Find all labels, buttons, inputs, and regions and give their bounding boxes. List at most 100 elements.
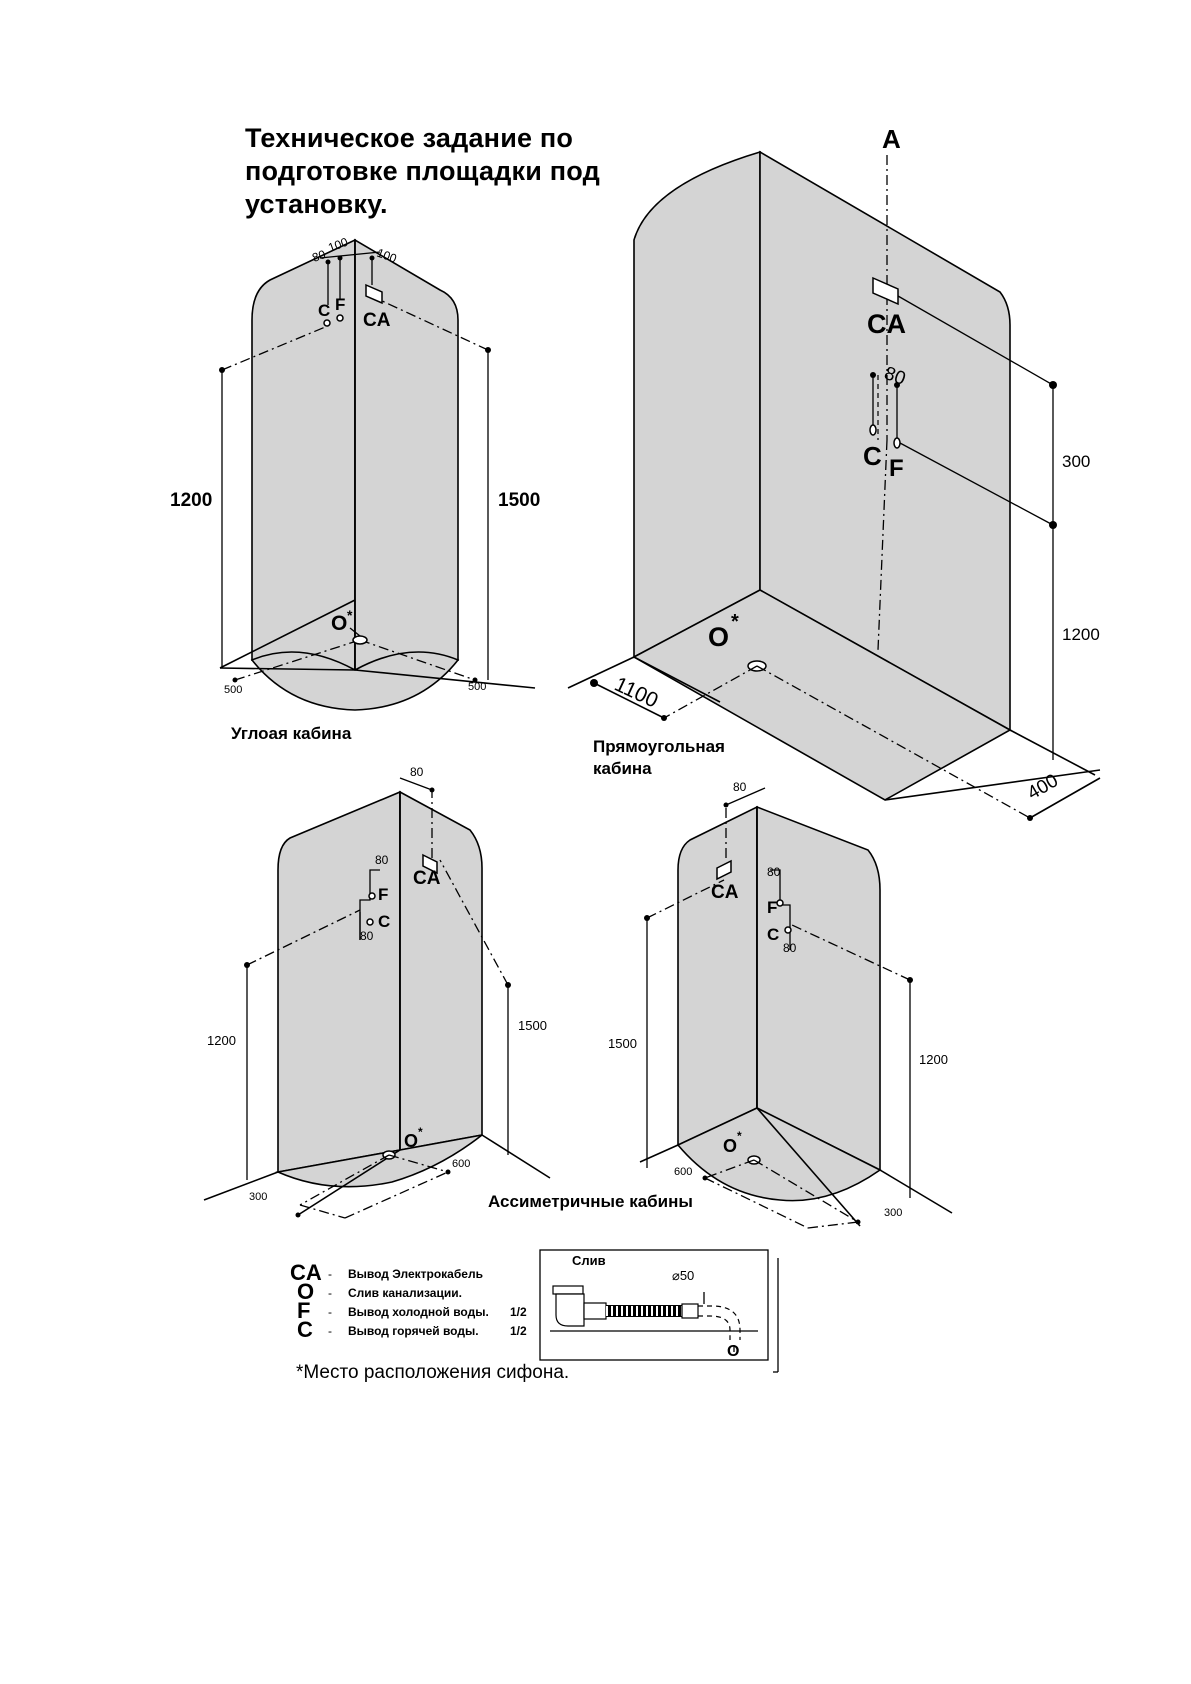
asym-left-dim-floor-left: 300: [249, 1191, 267, 1203]
title-line-3: установку.: [245, 189, 388, 219]
legend-sym-o: O: [297, 1279, 314, 1304]
rect-cabin-side-wall: [759, 150, 1011, 732]
asym-right-dim-top-80: 80: [733, 780, 747, 794]
rect-hot-water-icon: [869, 424, 877, 436]
corner-hot-water-icon: [323, 319, 331, 327]
rect-dim-300: 300: [1062, 452, 1090, 471]
rect-label-ca: CA: [867, 309, 906, 339]
rect-dim-1100: 1100: [611, 673, 662, 713]
asym-right-hot-water-icon: [784, 926, 792, 934]
legend-text-c: Вывод горячей воды.: [348, 1324, 479, 1338]
drain-detail-diameter: ⌀50: [672, 1268, 694, 1283]
corner-label-ca: CA: [363, 310, 391, 331]
drain-detail: Слив ⌀50 O: [539, 1249, 779, 1373]
rect-asterisk: *: [731, 611, 739, 633]
asym-left-label-o: O: [404, 1131, 418, 1151]
legend-text-f: Вывод холодной воды.: [348, 1305, 489, 1319]
rect-dim-1200: 1200: [1062, 625, 1100, 644]
drain-detail-label-o: O: [727, 1343, 739, 1360]
corner-label-f: F: [335, 295, 345, 314]
asym-left-label-f: F: [378, 885, 388, 904]
asym-right-left-wall: [677, 805, 758, 1147]
rect-label-f: F: [889, 455, 904, 482]
rect-cabin-diagram: A CA 80 C F 300 1200 O * 1100 400: [567, 124, 1101, 821]
asym-right-label-c: C: [767, 925, 779, 944]
corner-drain-icon: [352, 635, 368, 645]
rect-electric-box-icon: [872, 276, 899, 306]
title-line-1: Техническое задание по: [245, 123, 574, 153]
asym-left-floor: [275, 1134, 483, 1188]
asym-right-electric-box-icon: [716, 859, 732, 881]
footnote: *Место расположения сифона.: [296, 1362, 570, 1383]
corner-label-c: C: [318, 301, 330, 320]
asym-right-label-ca: CA: [711, 882, 739, 903]
asym-left-dim-top-80: 80: [410, 765, 424, 779]
corner-label-o: O: [331, 612, 347, 635]
siphon-body-icon: [555, 1293, 585, 1327]
asym-left-label-ca: CA: [413, 868, 441, 889]
corner-asterisk: *: [347, 607, 353, 623]
legend-sym-f: F: [297, 1298, 310, 1323]
corner-dim-top-100b: 100: [375, 246, 399, 266]
siphon-cap-icon: [552, 1285, 584, 1295]
legend-sym-c: C: [297, 1317, 313, 1342]
rect-label-c: C: [863, 441, 882, 471]
asym-right-dim-right-height: 1200: [919, 1052, 948, 1067]
legend: CA - Вывод Электрокабель O - Слив канали…: [290, 1260, 527, 1342]
asym-left-dim-floor-right: 600: [452, 1158, 470, 1170]
asym-right-right-wall: [756, 805, 881, 1172]
asym-left-label-c: C: [378, 912, 390, 931]
asym-left-asterisk: *: [418, 1125, 423, 1139]
corner-dim-right-height: 1500: [498, 490, 540, 511]
corner-dim-floor-left: 500: [224, 684, 242, 696]
asym-right-dim-floor-right: 300: [884, 1207, 902, 1219]
title-line-2: подготовке площадки под: [245, 156, 600, 186]
caption-asym-cabins: Ассиметричные кабины: [488, 1192, 693, 1211]
legend-dash-o: -: [328, 1286, 332, 1300]
rect-cabin-back-wall: [633, 150, 761, 659]
corner-cabin-floor: [250, 651, 460, 711]
corner-dim-top-100a: 100: [326, 235, 350, 255]
corner-cabin-right-wall: [354, 238, 459, 672]
caption-rect-cabin-line1: Прямоугольная: [593, 737, 725, 756]
asym-left-dim-left-height: 1200: [207, 1033, 236, 1048]
asym-right-asterisk: *: [737, 1129, 742, 1143]
legend-text-ca: Вывод Электрокабель: [348, 1267, 483, 1281]
asym-left-left-wall: [277, 790, 401, 1173]
rect-label-o: O: [708, 622, 729, 652]
legend-dash-f: -: [328, 1305, 332, 1319]
legend-text-o: Слив канализации.: [348, 1286, 462, 1300]
asym-left-dim-right-height: 1500: [518, 1018, 547, 1033]
corner-cabin-diagram: 80 100 100 C F CA 1200 1500 500 500 O *: [170, 235, 540, 711]
corner-dim-floor-right: 500: [468, 681, 486, 693]
asym-right-cabin-diagram: 80 80 F C 80 CA 1500 1200 600 300 O *: [608, 780, 953, 1229]
asym-right-dim-f-80: 80: [767, 865, 781, 879]
caption-rect-cabin-line2: кабина: [593, 759, 652, 778]
corner-dim-left-height: 1200: [170, 490, 212, 511]
asym-left-right-wall: [399, 790, 483, 1151]
rect-label-a: A: [882, 124, 901, 154]
asym-left-electric-box-icon: [422, 853, 438, 875]
page-title: Техническое задание по подготовке площад…: [245, 122, 665, 221]
caption-corner-cabin: Углоая кабина: [231, 724, 352, 743]
asym-right-dim-floor-left: 600: [674, 1166, 692, 1178]
asym-right-label-f: F: [767, 898, 777, 917]
legend-size-c: 1/2: [510, 1324, 527, 1338]
corner-dim-top-80: 80: [310, 247, 328, 265]
drain-detail-title: Слив: [572, 1253, 606, 1268]
legend-size-f: 1/2: [510, 1305, 527, 1319]
asym-right-floor: [676, 1107, 882, 1202]
asym-left-cabin-diagram: 80 80 F C 80 CA 1200 1500 300 600 O *: [203, 765, 551, 1219]
corner-electric-box-icon: [365, 283, 383, 305]
asym-right-cold-water-icon: [776, 899, 784, 907]
legend-dash-ca: -: [328, 1267, 332, 1281]
asym-left-dim-c-80: 80: [360, 929, 374, 943]
corner-cold-water-icon: [336, 314, 344, 322]
asym-left-dim-f-80: 80: [375, 853, 389, 867]
rect-cold-water-icon: [893, 437, 901, 449]
legend-dash-c: -: [328, 1324, 332, 1338]
asym-left-cold-water-icon: [368, 892, 376, 900]
asym-right-dim-left-height: 1500: [608, 1036, 637, 1051]
asym-right-label-o: O: [723, 1136, 737, 1156]
